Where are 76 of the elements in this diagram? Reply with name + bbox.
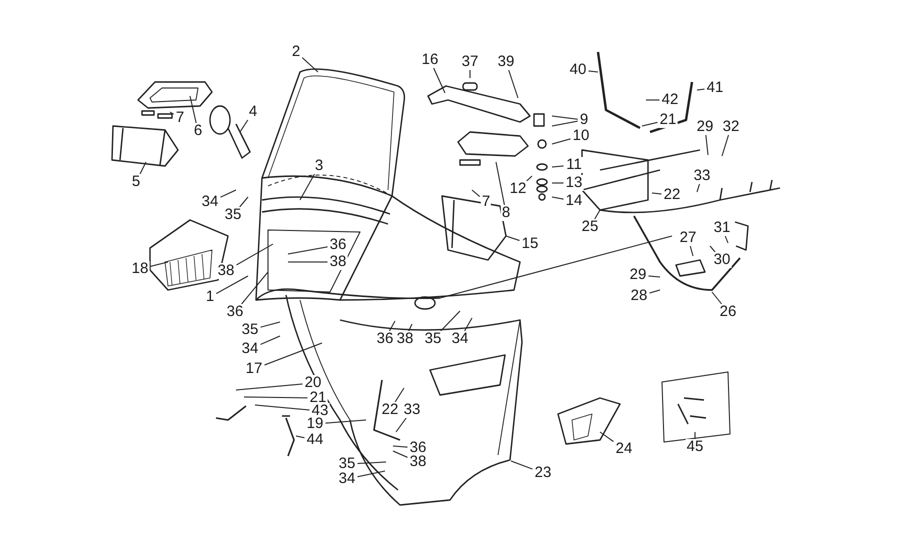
callout-number: 27 [678, 230, 698, 246]
callout-number: 30 [712, 252, 732, 268]
leader-line [588, 70, 598, 72]
leader-line [264, 342, 322, 366]
leader-line [244, 396, 308, 398]
callout-number: 3 [314, 158, 324, 174]
leader-line [705, 134, 708, 156]
leader-line [552, 116, 578, 120]
leader-line [696, 184, 700, 192]
leader-line [357, 470, 386, 478]
leader-line [241, 272, 268, 304]
leader-line [710, 246, 716, 252]
leader-line [408, 324, 412, 332]
leader-line [652, 192, 662, 194]
leader-line [296, 436, 305, 438]
leader-line [724, 236, 728, 244]
leader-line [216, 276, 248, 294]
leader-line [325, 420, 366, 424]
leader-line [472, 190, 480, 198]
leader-line [388, 320, 396, 332]
leader-line [236, 244, 274, 266]
leader-line [552, 120, 578, 126]
callout-number: 38 [328, 254, 348, 270]
leader-line [220, 190, 236, 198]
leader-line [594, 210, 600, 220]
leader-line [510, 460, 533, 470]
leader-line [552, 165, 564, 168]
leader-line [260, 322, 280, 328]
leader-line [396, 418, 407, 432]
leader-line [440, 310, 460, 332]
leader-line [506, 236, 520, 241]
leader-line [712, 292, 722, 304]
leader-line [690, 246, 694, 256]
leader-line [508, 70, 518, 98]
leader-line [433, 68, 446, 94]
leader-line [649, 290, 660, 294]
callout-number: 31 [712, 220, 732, 236]
leader-line [236, 383, 303, 390]
leader-line [392, 446, 408, 448]
leader-line [190, 96, 197, 124]
leader-line [694, 432, 696, 440]
leader-line [260, 336, 280, 345]
leader-line [302, 57, 318, 72]
leader-line [394, 388, 404, 402]
leader-line [464, 318, 472, 332]
leader-line [140, 162, 146, 174]
leader-line [552, 196, 564, 200]
leader-line [552, 182, 564, 184]
callout-number: 33 [402, 402, 422, 418]
leader-line [642, 122, 658, 126]
leader-line [239, 196, 248, 208]
callout-number: 8 [500, 205, 512, 221]
callout-number: 20 [304, 375, 322, 391]
leader-line [170, 112, 174, 115]
leader-line [526, 176, 532, 182]
leader-line [722, 134, 730, 156]
leader-line [240, 120, 248, 132]
callout-number: 39 [496, 54, 516, 70]
callout-number: 33 [692, 168, 712, 184]
leader-line [357, 462, 386, 464]
callout-number: 11 [565, 157, 583, 173]
leader-line [600, 432, 614, 442]
callout-number: 13 [564, 175, 584, 191]
leader-line [696, 88, 705, 90]
callout-number: 16 [420, 52, 440, 68]
leader-line [300, 174, 316, 200]
callout-number: 21 [658, 112, 678, 128]
callout-number: 38 [216, 263, 236, 279]
callout-number: 32 [722, 119, 740, 135]
leader-line [496, 162, 505, 206]
leader-line [288, 246, 328, 254]
leader-line [648, 275, 660, 278]
leader-line [150, 262, 168, 267]
leader-line [552, 138, 571, 144]
leader-line [392, 450, 408, 458]
leader-line [254, 404, 310, 411]
